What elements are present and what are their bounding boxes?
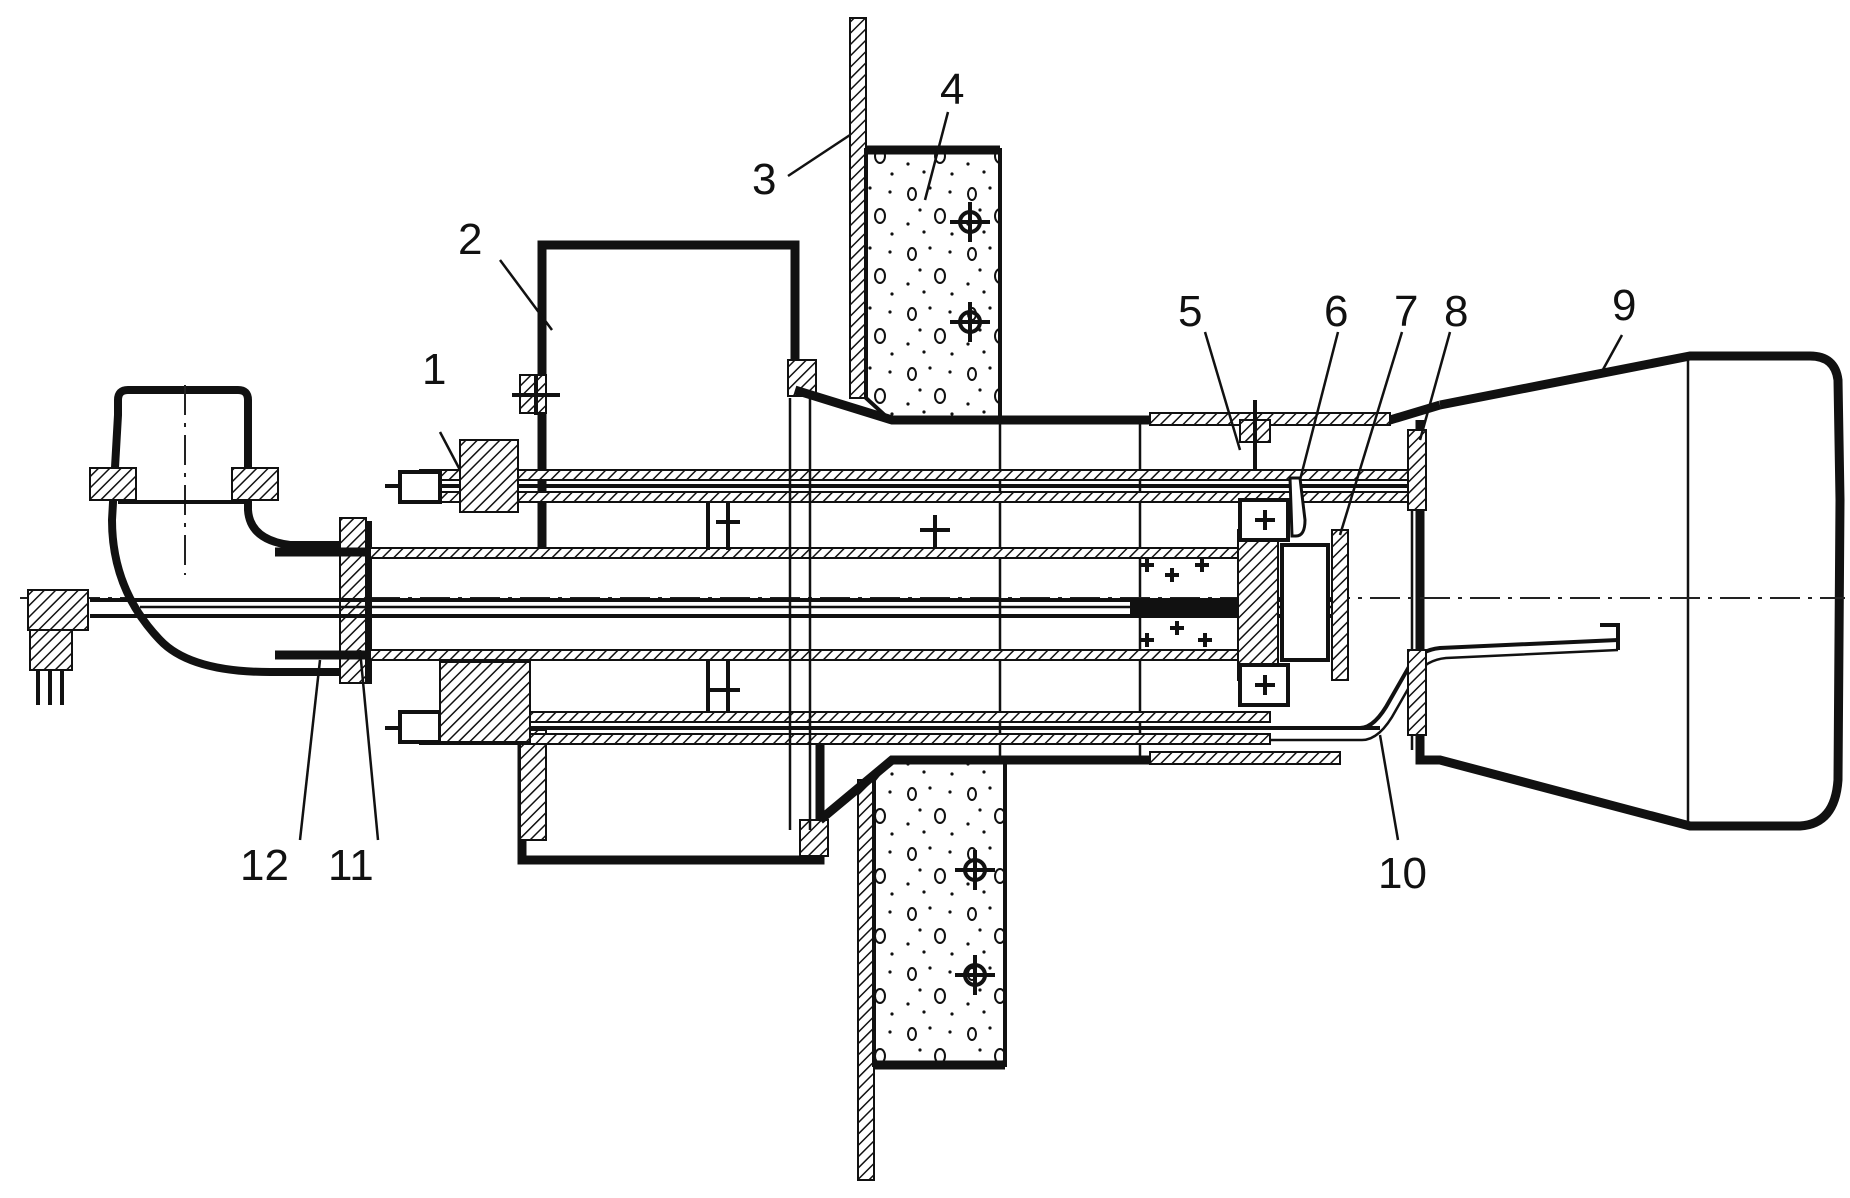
ignition-electrode xyxy=(1288,476,1307,538)
support-struts xyxy=(706,398,950,830)
combustion-head-cone xyxy=(1410,351,1845,831)
label-6: 6 xyxy=(1324,287,1348,336)
label-5: 5 xyxy=(1178,287,1202,336)
oil-gun-tube xyxy=(90,598,1340,618)
oil-inlet-elbow xyxy=(89,385,372,684)
label-9: 9 xyxy=(1612,281,1636,330)
leader-lines xyxy=(298,111,1624,841)
insulation-block xyxy=(864,145,1007,1070)
bent-electrode xyxy=(1270,623,1620,742)
bracket-bolts xyxy=(1238,400,1290,707)
label-7: 7 xyxy=(1394,287,1418,336)
label-2: 2 xyxy=(458,215,482,264)
lower-ignition-rod xyxy=(385,661,1380,745)
label-12: 12 xyxy=(240,841,289,890)
stabilizer-ring xyxy=(1407,429,1427,736)
upper-ignition-rod xyxy=(385,439,1425,513)
burner-shell xyxy=(793,385,1442,824)
label-10: 10 xyxy=(1378,849,1427,898)
label-4: 4 xyxy=(940,65,964,114)
label-11: 11 xyxy=(328,841,374,890)
central-tube xyxy=(275,547,1275,661)
nozzle-fitting xyxy=(27,589,89,705)
label-8: 8 xyxy=(1444,287,1468,336)
label-3: 3 xyxy=(752,155,776,204)
label-1: 1 xyxy=(422,345,446,394)
swirler-disc xyxy=(1140,529,1349,681)
